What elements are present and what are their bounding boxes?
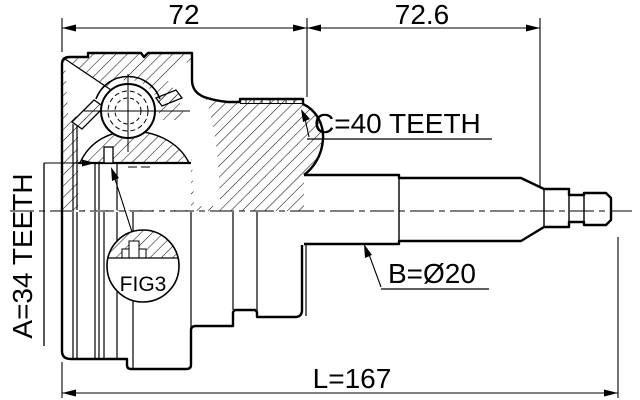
outer-race-section [60,51,325,211]
cage-section [70,89,184,130]
outer-race-external [60,211,307,371]
shaft-diameter-label: B=Ø20 [388,258,476,289]
label-shaft-diameter: B=Ø20 [364,244,489,290]
dim-72-label: 72 [168,0,199,30]
shaft-outline [304,173,613,246]
spline-a-label: A=34 TEETH [7,173,38,338]
ball-bearing [84,74,190,152]
spline-c-label: C=40 TEETH [314,108,481,139]
dimension-length [61,237,619,398]
fig3-balloon: FIG3 [106,167,180,303]
label-spline-c: C=40 TEETH [301,108,492,140]
outer-race-outline-bottom [60,211,304,371]
fig3-label: FIG3 [120,273,167,296]
dim-72-6-label: 72.6 [395,0,450,30]
drive-shaft [304,173,613,246]
dimension-72 [61,18,308,97]
dimension-72-6 [307,18,541,186]
dim-length-label: L=167 [313,363,392,394]
inner-race-section [72,124,191,210]
label-spline-a: A=34 TEETH [7,159,95,346]
spline-tooth-detail [103,146,114,164]
